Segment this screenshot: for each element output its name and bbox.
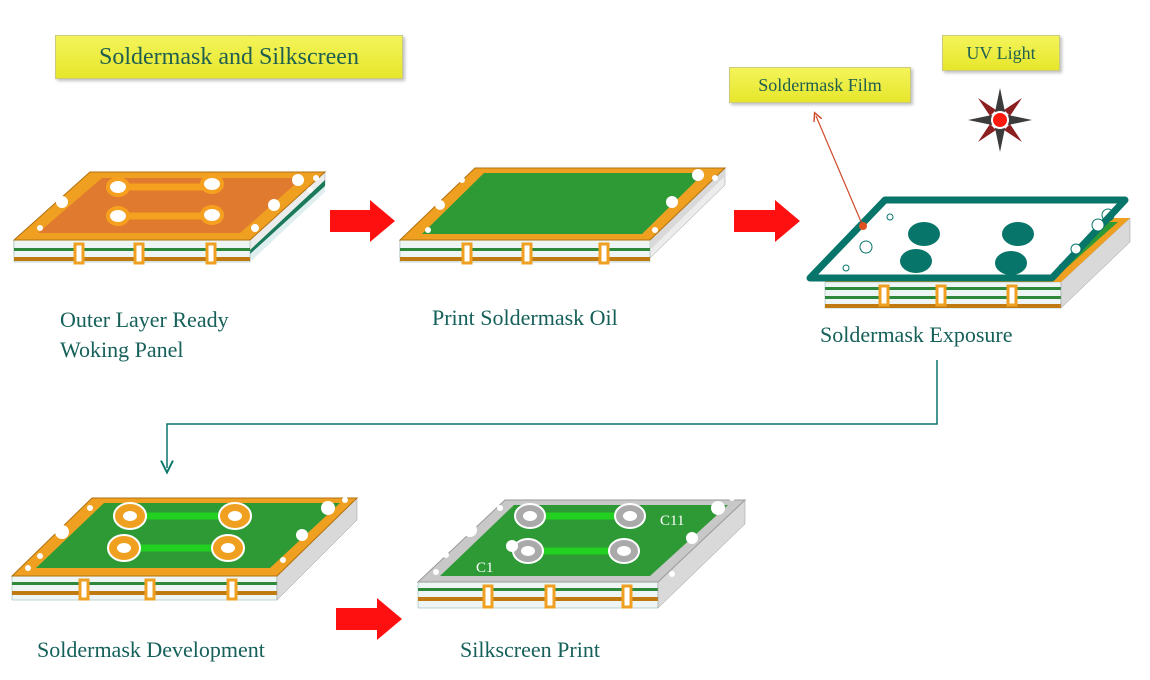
step-label-exposure: Soldermask Exposure — [820, 320, 1012, 350]
uv-light-callout: UV Light — [942, 35, 1060, 71]
soldermask-film-callout: Soldermask Film — [729, 67, 911, 103]
step-label-development: Soldermask Development — [37, 635, 265, 665]
page-title-text: Soldermask and Silkscreen — [99, 44, 359, 70]
return-connector — [167, 360, 938, 468]
step-label-print-oil: Print Soldermask Oil — [432, 303, 618, 333]
flow-arrow-2 — [734, 200, 800, 242]
film-callout-pointer — [816, 116, 863, 225]
board-silkscreen: C11 C1 — [416, 495, 747, 609]
soldermask-film-label: Soldermask Film — [758, 75, 882, 95]
board-soldermask-oil — [398, 167, 727, 265]
board-outer-layer — [12, 171, 327, 265]
step-4-line-1: Soldermask Development — [37, 637, 265, 662]
uv-light-label: UV Light — [966, 43, 1036, 63]
step-1-line-2: Woking Panel — [60, 337, 184, 362]
step-3-line-1: Soldermask Exposure — [820, 322, 1013, 347]
silkscreen-mark-c11: C11 — [660, 513, 684, 529]
step-label-outer-layer: Outer Layer Ready Woking Panel — [60, 305, 229, 365]
page-title: Soldermask and Silkscreen — [55, 35, 403, 79]
silkscreen-mark-c1: C1 — [476, 560, 494, 576]
flow-arrow-3 — [336, 598, 402, 640]
step-2-line-1: Print Soldermask Oil — [432, 305, 618, 330]
board-exposure — [806, 196, 1131, 309]
flow-arrow-1 — [330, 200, 395, 242]
board-development — [10, 497, 359, 601]
step-5-line-1: Silkscreen Print — [460, 637, 600, 662]
uv-light-icon — [968, 88, 1032, 152]
step-label-silkscreen: Silkscreen Print — [460, 635, 600, 665]
step-1-line-1: Outer Layer Ready — [60, 307, 229, 332]
